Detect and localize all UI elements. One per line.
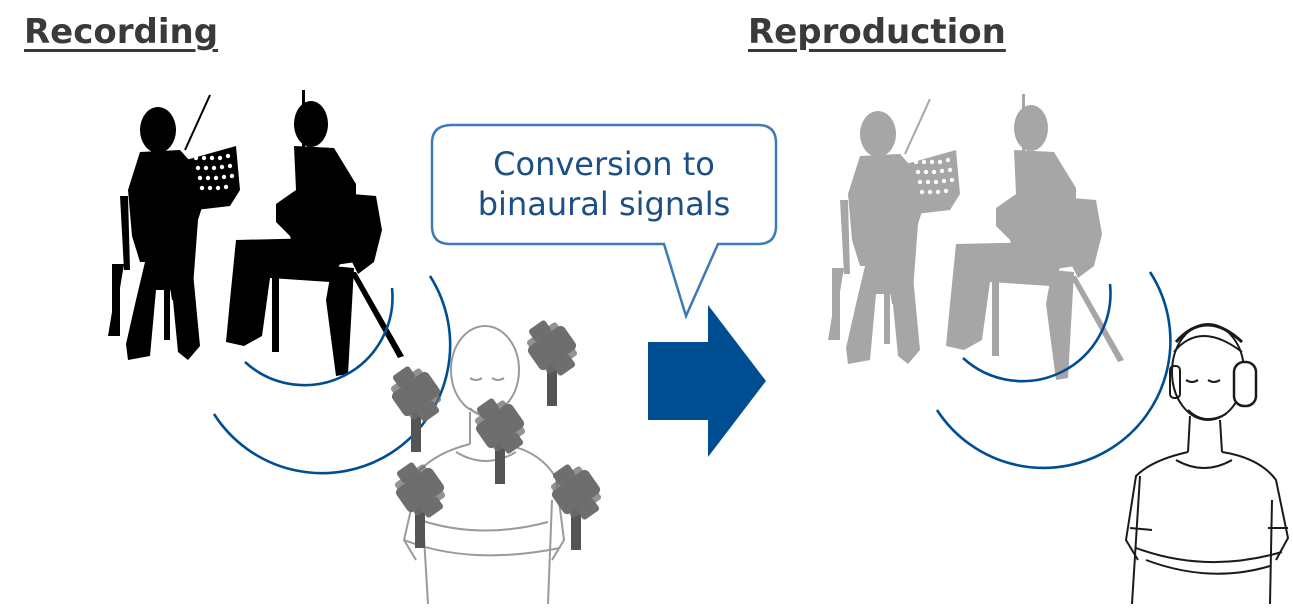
recording-sound-arcs (212, 275, 452, 475)
performers-recording-icon (107, 89, 405, 377)
performers-reproduction-icon (827, 93, 1125, 381)
right-arrow-icon (648, 305, 766, 457)
microphone-icon (385, 454, 455, 548)
conversion-bubble-shape (430, 123, 778, 320)
headphone-listener-icon (1124, 323, 1290, 605)
reproduction-sound-arcs (935, 271, 1172, 470)
microphone-icon (517, 312, 587, 406)
microphone-icon (381, 358, 451, 452)
microphone-icon (465, 390, 535, 484)
bubble-line-2: binaural signals (477, 185, 731, 223)
bubble-line-1: Conversion to (493, 145, 715, 183)
conversion-bubble: Conversion to binaural signals (432, 125, 776, 243)
microphone-array (381, 312, 611, 550)
recording-heading: Recording (24, 12, 219, 52)
reproduction-heading: Reproduction (748, 12, 1006, 52)
